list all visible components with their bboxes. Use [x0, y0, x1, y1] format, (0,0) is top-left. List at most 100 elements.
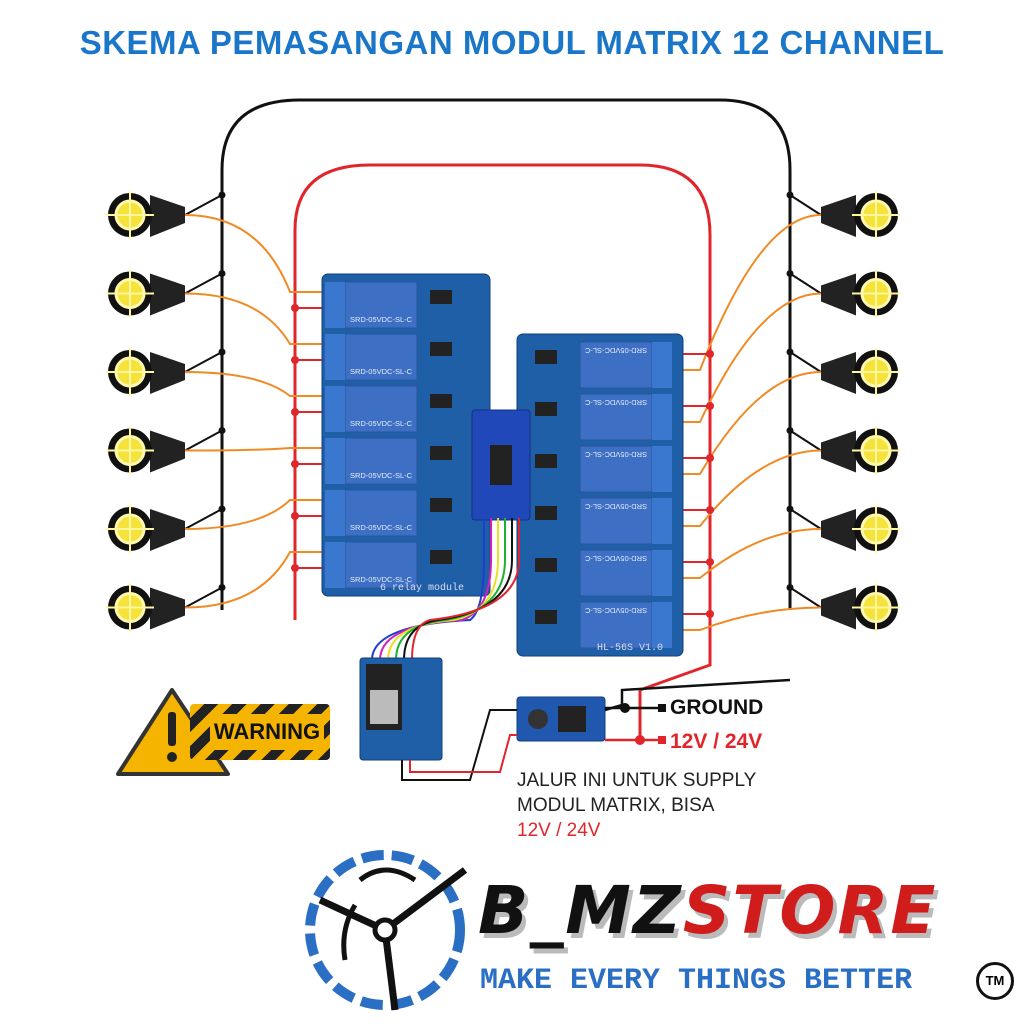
relay-part-label: SRD-05VDC-SL-C: [350, 575, 413, 584]
relay-part-label: SRD-05VDC-SL-C: [350, 419, 413, 428]
terminal-block: [652, 550, 672, 596]
ribbon-wire: [387, 518, 499, 661]
supply-note: JALUR INI UNTUK SUPPLY MODUL MATRIX, BIS…: [517, 768, 756, 843]
terminal-block: [652, 602, 672, 648]
relay-part-label: SRD-05VDC-SL-C: [584, 450, 647, 459]
relay: [344, 541, 418, 589]
terminal-block: [325, 334, 345, 380]
ground-branch-wire: [184, 194, 223, 216]
warning-label: WARNING: [210, 714, 324, 750]
lamp-icon: [106, 495, 350, 553]
relay: [344, 489, 418, 537]
ground-label: GROUND: [670, 696, 764, 719]
ground-branch-wire: [184, 272, 223, 295]
ground-branch-wire: [184, 586, 223, 609]
lamp-wire: [184, 371, 345, 397]
lamp-icon: [655, 269, 900, 427]
relay-part-label: SRD-05VDC-SL-C: [584, 346, 647, 355]
terminal-block: [325, 386, 345, 432]
relay: [579, 445, 653, 493]
relay: [344, 437, 418, 485]
ground-branch-wire: [789, 586, 822, 609]
lamp-icon: [106, 348, 350, 417]
relay-part-label: SRD-05VDC-SL-C: [350, 523, 413, 532]
terminal-block: [652, 342, 672, 388]
relay-part-label: SRD-05VDC-SL-C: [584, 398, 647, 407]
terminal-block: [652, 446, 672, 492]
optocoupler: [430, 290, 452, 304]
optocoupler: [430, 342, 452, 356]
optocoupler: [430, 394, 452, 408]
lamp-icon: [655, 583, 900, 635]
ground-branch-wire: [184, 508, 223, 530]
ground-branch-wire: [184, 351, 223, 373]
ground-branch-wire: [789, 429, 822, 452]
lamp-wire: [660, 449, 822, 527]
relay: [579, 341, 653, 389]
ribbon-wire: [411, 518, 520, 661]
relay-board-right: SRD-05VDC-SL-C SRD-05VDC-SL-C SRD-05VDC-SL…: [516, 333, 684, 657]
ribbon-wire: [379, 518, 492, 661]
relay-part-label: SRD-05VDC-SL-C: [584, 502, 647, 511]
relay-board-left: SRD-05VDC-SL-C SRD-05VDC-SL-C SRD-05VDC-SL…: [321, 273, 491, 597]
brand-name: B_MZSTORE: [478, 872, 937, 949]
note-line-3: 12V / 24V: [517, 820, 601, 841]
terminal-block: [325, 282, 345, 328]
relay-part-label: SRD-05VDC-SL-C: [350, 367, 413, 376]
ribbon-wire: [371, 518, 485, 661]
relay-part-label: SRD-05VDC-SL-C: [350, 471, 413, 480]
ground-branch-wire: [184, 429, 223, 452]
terminal-block: [325, 438, 345, 484]
lamp-wire: [660, 214, 822, 371]
relay: [579, 549, 653, 597]
terminal-block: [652, 394, 672, 440]
lamp-wire: [660, 528, 822, 579]
brand-red: STORE: [682, 872, 938, 949]
note-line-2: MODUL MATRIX, BISA: [517, 795, 715, 816]
lamp-wire: [184, 214, 345, 293]
voltage-label: 12V / 24V: [670, 730, 763, 753]
board-label-left: 6 relay module: [380, 582, 464, 594]
board-model-right: HL-56S V1.0: [597, 643, 663, 654]
relay: [344, 333, 418, 381]
lamp-wire: [660, 606, 822, 631]
brand-tagline: MAKE EVERY THINGS BETTER: [480, 964, 913, 998]
relay-part-label: SRD-05VDC-SL-C: [350, 315, 413, 324]
relay-part-label: SRD-05VDC-SL-C: [584, 606, 647, 615]
ground-branch-wire: [789, 508, 822, 530]
lamp-icon: [106, 191, 350, 313]
warning-sign: WARNING: [190, 704, 330, 760]
ground-branch-wire: [789, 194, 822, 216]
optocoupler: [535, 506, 557, 520]
optocoupler: [535, 454, 557, 468]
relay-part-label: SRD-05VDC-SL-C: [584, 554, 647, 563]
ground-branch-wire: [789, 272, 822, 295]
optocoupler: [535, 350, 557, 364]
logo-fan-icon: [305, 850, 468, 1011]
ground-branch-wire: [789, 351, 822, 373]
optocoupler: [535, 558, 557, 572]
controller-board: [359, 657, 443, 761]
brand-black: B_MZ: [478, 872, 683, 949]
lamp-wire: [184, 447, 345, 452]
io-expander-board: [371, 409, 531, 661]
lamp-icon: [106, 269, 350, 365]
lamp-icon: [106, 426, 350, 475]
lamp-group: [106, 191, 900, 635]
trademark-icon: TM: [976, 962, 1014, 1000]
lamp-wire: [184, 551, 345, 609]
lamp-icon: [655, 348, 900, 479]
page-title: SKEMA PEMASANGAN MODUL MATRIX 12 CHANNEL: [79, 24, 945, 61]
relay: [579, 393, 653, 441]
terminal-block: [325, 542, 345, 588]
optocoupler: [535, 402, 557, 416]
positive-wire-loop: [293, 163, 712, 740]
note-line-1: JALUR INI UNTUK SUPPLY: [517, 770, 757, 791]
ribbon-wire: [395, 518, 506, 661]
optocoupler: [430, 446, 452, 460]
lamp-icon: [106, 547, 350, 632]
optocoupler: [430, 498, 452, 512]
relay: [344, 385, 418, 433]
